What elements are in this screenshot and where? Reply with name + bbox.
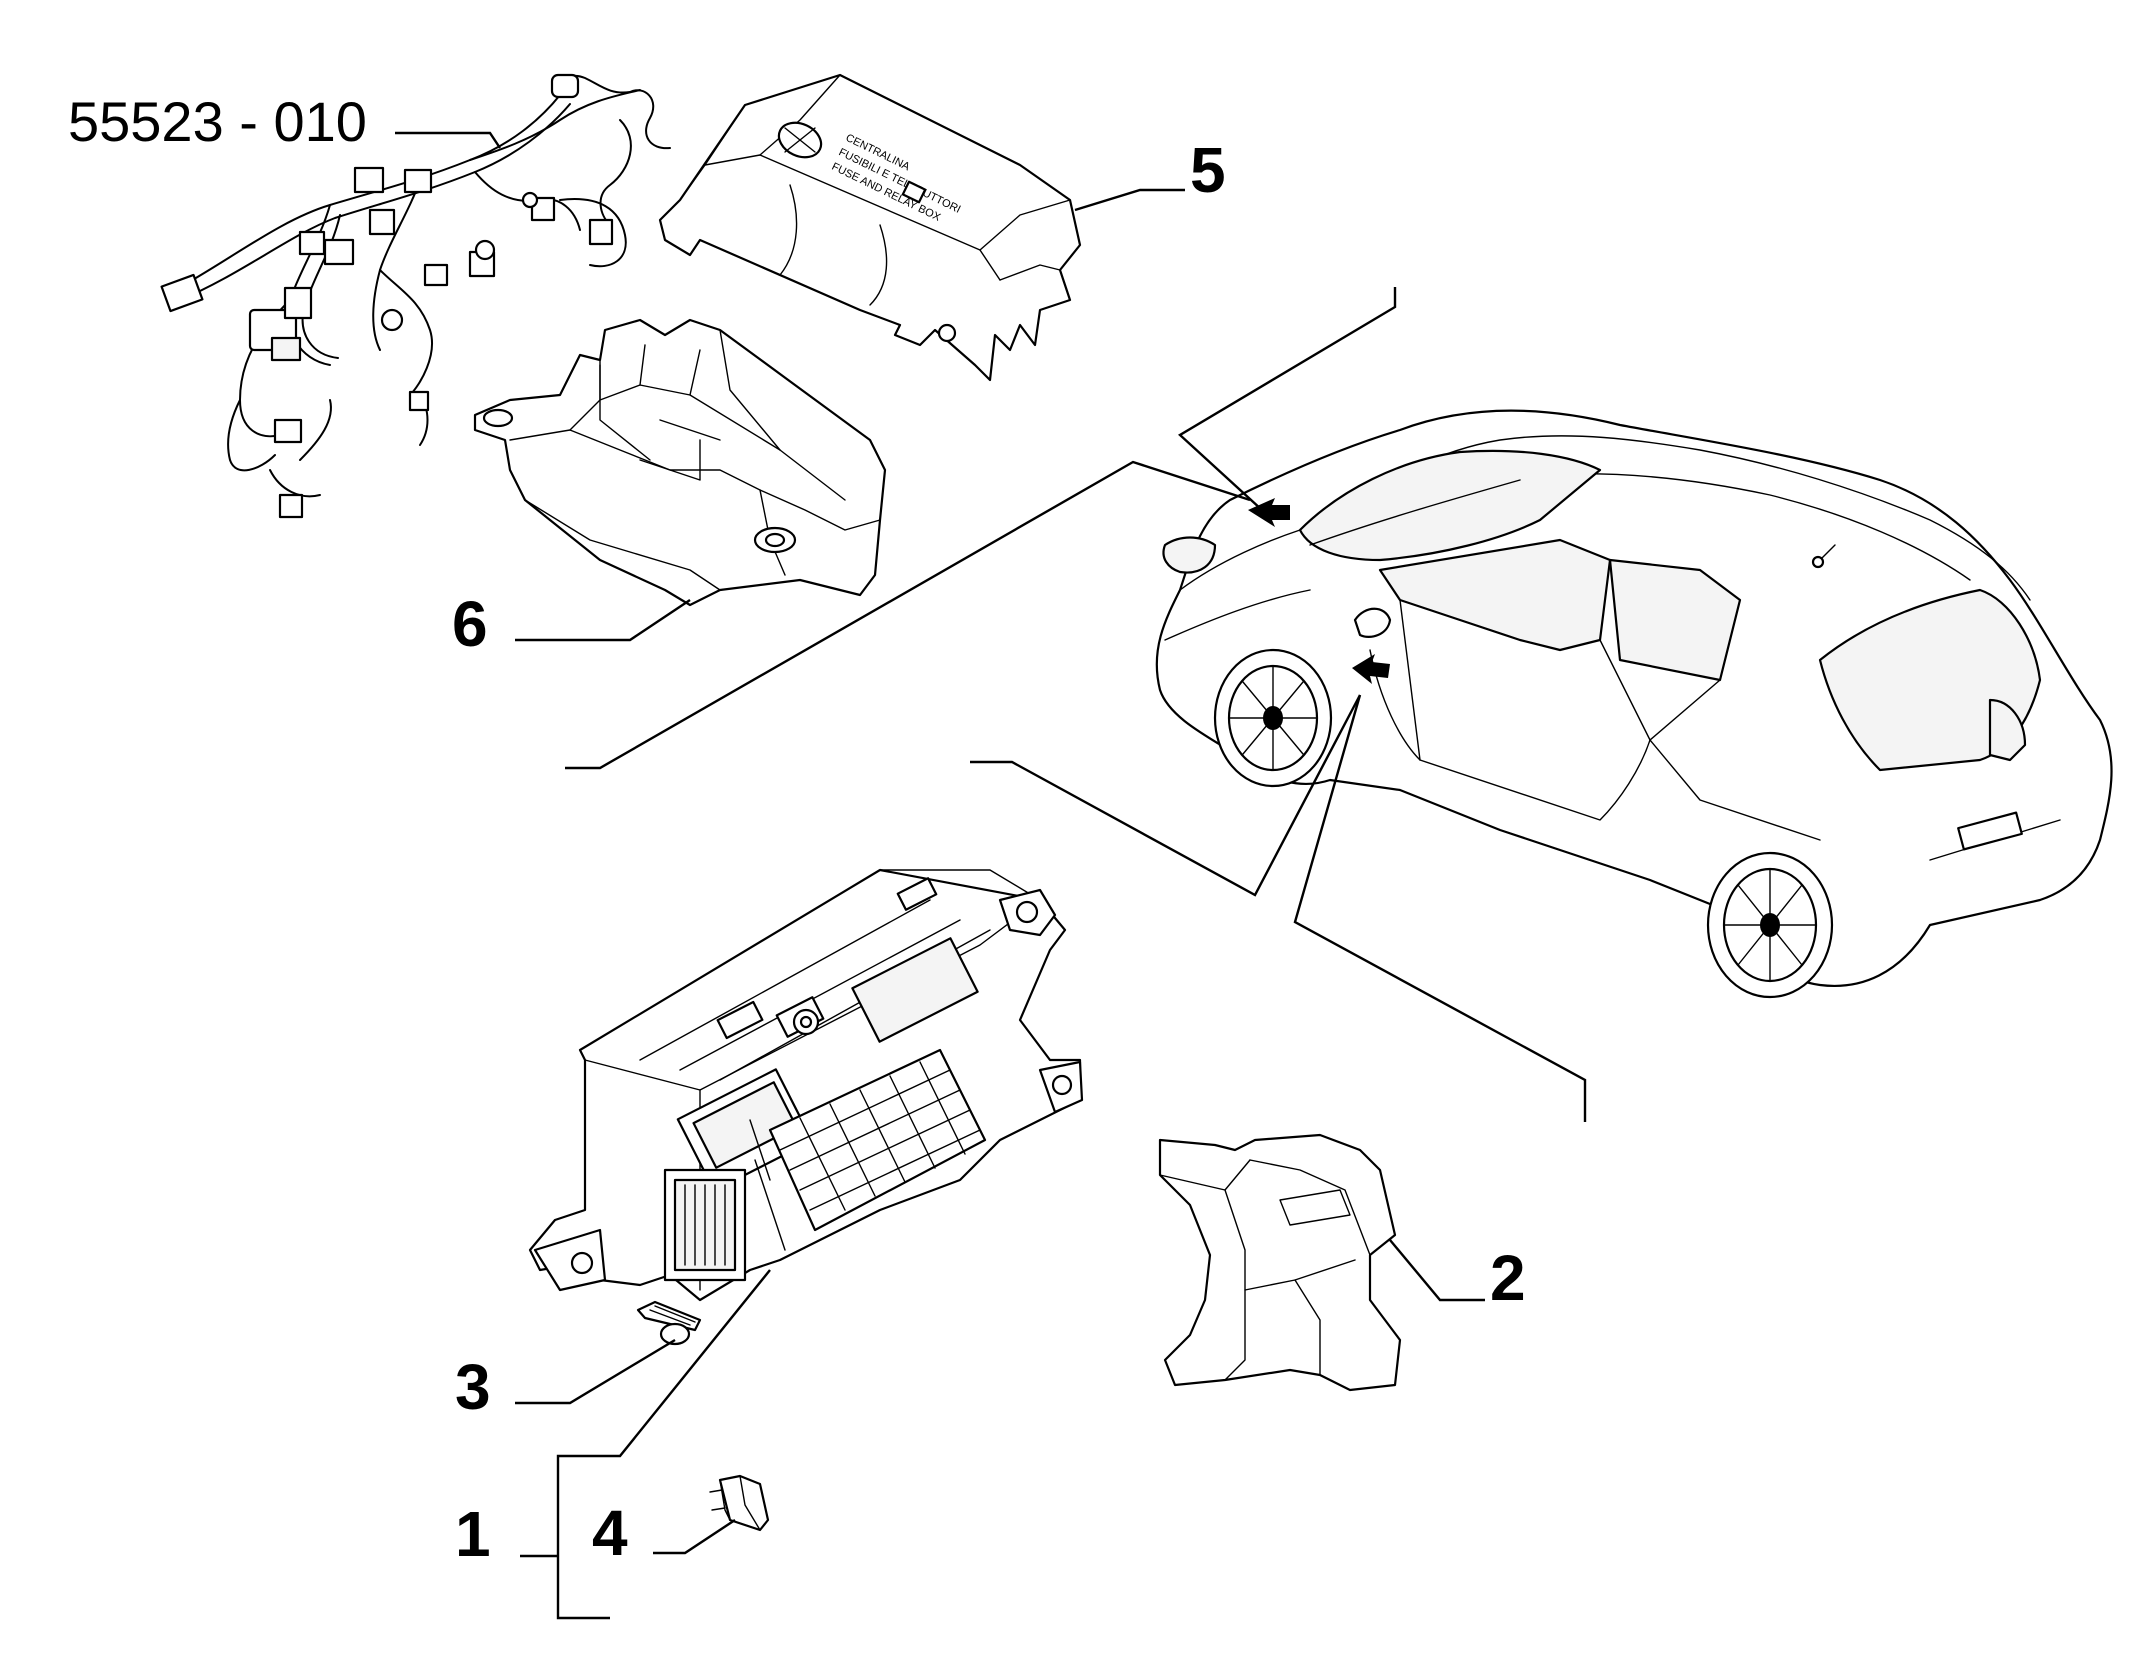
harness-leader-line bbox=[395, 131, 501, 149]
bodycomputer-location-leader-a bbox=[970, 694, 1362, 897]
part-5-leader-line bbox=[1074, 188, 1185, 212]
callout-2: 2 bbox=[1490, 1242, 1526, 1314]
mounting-bracket bbox=[1158, 1133, 1402, 1392]
mounting-bolt bbox=[636, 1300, 702, 1346]
callout-5: 5 bbox=[1190, 134, 1226, 206]
tray-location-leader bbox=[565, 460, 1251, 770]
part-6-leader-line bbox=[515, 599, 691, 642]
part-1-leader-line bbox=[610, 1269, 771, 1458]
part-1-bracket bbox=[556, 1454, 610, 1620]
part-3-leader-line bbox=[515, 1338, 676, 1405]
bodycomputer-location-leader-b bbox=[1293, 694, 1587, 1122]
callout-3: 3 bbox=[455, 1351, 491, 1423]
fuse bbox=[709, 1474, 770, 1532]
part-2-leader-line bbox=[1389, 1239, 1485, 1302]
fuse-box-cover: CENTRALINA FUSIBILI E TELERUTTORI FUSE A… bbox=[658, 73, 1082, 382]
body-computer-unit bbox=[528, 868, 1084, 1302]
car-illustration bbox=[1155, 409, 2113, 999]
cover-location-leader bbox=[1177, 287, 1397, 511]
part-4-leader-line bbox=[653, 1518, 736, 1555]
callout-1: 1 bbox=[455, 1498, 491, 1570]
callout-4: 4 bbox=[592, 1497, 628, 1569]
wiring-harness bbox=[160, 73, 671, 519]
harness-part-code: 55523 - 010 bbox=[68, 90, 367, 153]
callout-6: 6 bbox=[452, 588, 488, 660]
fuse-box-tray bbox=[473, 318, 887, 607]
